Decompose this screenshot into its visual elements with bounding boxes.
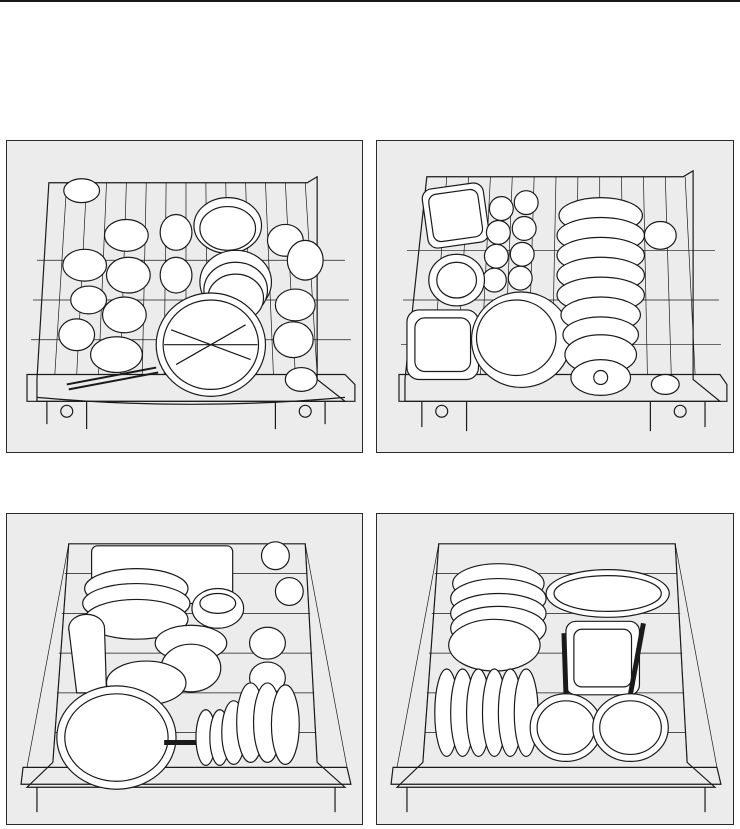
lower-basket-pans-illustration (6, 513, 363, 825)
upper-basket-plates-illustration (376, 140, 734, 453)
basket-front-rail (391, 767, 721, 784)
upper-basket-cups-illustration (6, 140, 363, 453)
lower-basket-plates-illustration (376, 513, 734, 825)
header-rule (0, 0, 740, 2)
